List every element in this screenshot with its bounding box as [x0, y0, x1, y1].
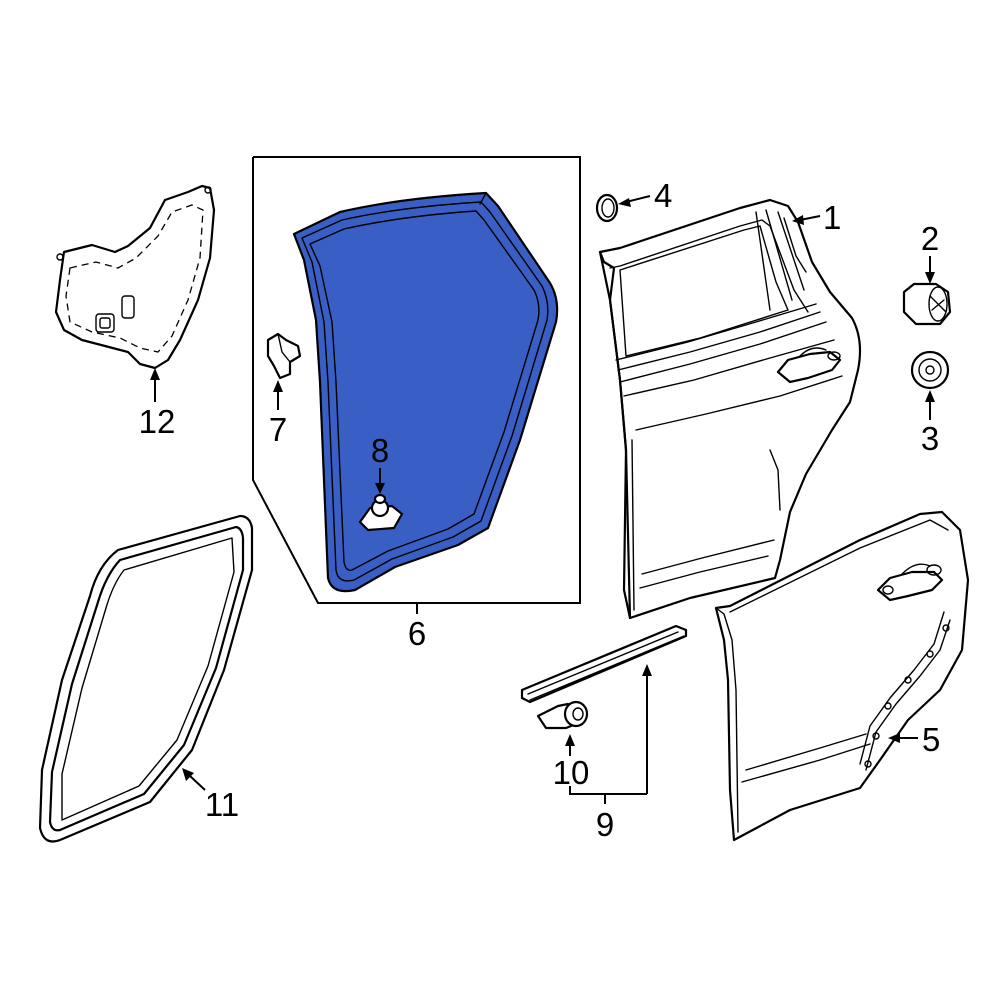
part-12-deflector[interactable] [54, 184, 216, 402]
callout-2: 2 [921, 220, 939, 257]
part-9-belt-molding[interactable] [520, 624, 688, 794]
part-2-bumper[interactable] [902, 256, 952, 326]
part-8-glass-clip[interactable] [358, 468, 404, 532]
callout-8: 8 [371, 432, 389, 469]
callout-12: 12 [139, 403, 176, 440]
door-glass-fill [292, 191, 559, 593]
part-11-weatherstrip[interactable] [38, 514, 254, 843]
callout-11: 11 [205, 786, 239, 823]
part-1-door-shell[interactable] [598, 198, 862, 620]
part-6-box [252, 156, 581, 614]
callout-10: 10 [553, 754, 590, 791]
callout-7: 7 [269, 411, 287, 448]
part-7-stopper[interactable] [266, 332, 302, 410]
callout-1: 1 [823, 199, 841, 236]
callout-6: 6 [408, 615, 426, 652]
callout-9: 9 [596, 806, 614, 843]
callout-5: 5 [922, 721, 940, 758]
callout-4: 4 [654, 177, 672, 214]
part-3-grommet[interactable] [910, 350, 950, 420]
bracket-9 [569, 786, 647, 804]
part-6-door-glass[interactable] [292, 191, 559, 593]
callout-3: 3 [921, 420, 939, 457]
part-5-outer-panel[interactable] [714, 510, 970, 842]
part-4-plug[interactable] [595, 193, 651, 223]
part-10-clip[interactable] [536, 700, 589, 756]
